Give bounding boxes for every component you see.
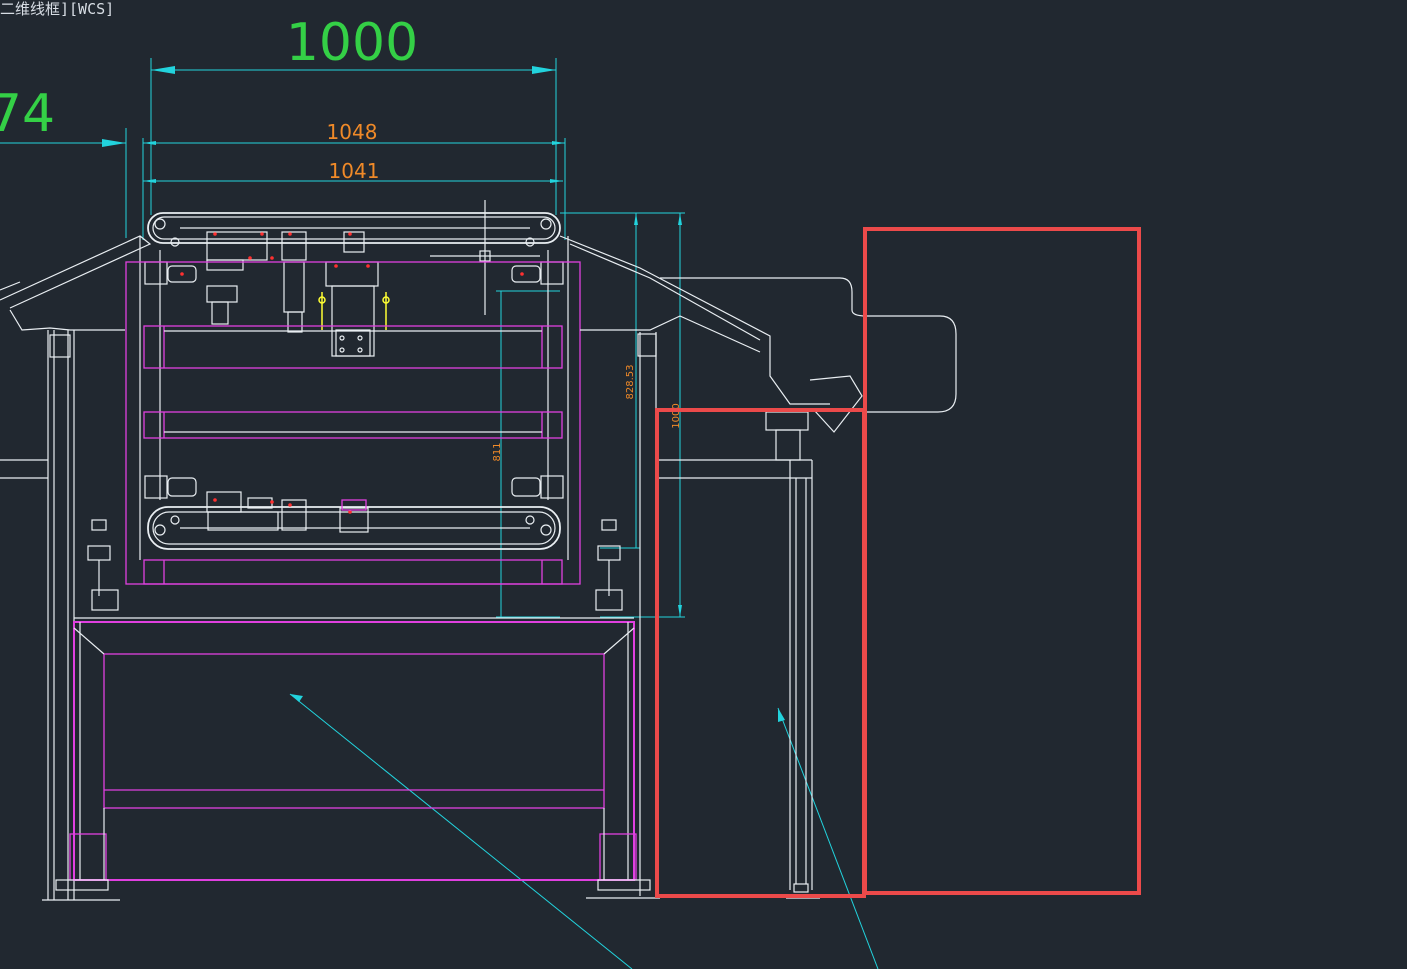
base-stand[interactable]: [69, 621, 637, 881]
dimension-text-vertical-1000[interactable]: 1000: [671, 403, 682, 428]
highlight-box-wide[interactable]: [863, 227, 1141, 895]
leveling-feet[interactable]: [55, 519, 660, 899]
dimension-text-828[interactable]: 828.53: [625, 365, 636, 400]
dimension-text-1000[interactable]: 1000: [286, 13, 418, 73]
yellow-adjusters: [318, 292, 390, 330]
dimension-text-partial[interactable]: 74: [0, 84, 55, 144]
left-side-frame[interactable]: [0, 235, 152, 901]
highlight-box-narrow[interactable]: [655, 408, 866, 898]
fastener-markers: [180, 232, 524, 514]
dimension-lines: [0, 58, 879, 969]
viewport-mode-label[interactable]: 二维线框][WCS]: [0, 0, 115, 18]
dimension-text-811[interactable]: 811: [492, 442, 503, 461]
dimension-text-1048[interactable]: 1048: [327, 120, 378, 144]
conveyor-frame[interactable]: [139, 200, 569, 560]
right-side-frame[interactable]: [559, 235, 957, 899]
dimension-text-1041[interactable]: 1041: [329, 159, 380, 183]
cross-members[interactable]: [125, 261, 581, 585]
